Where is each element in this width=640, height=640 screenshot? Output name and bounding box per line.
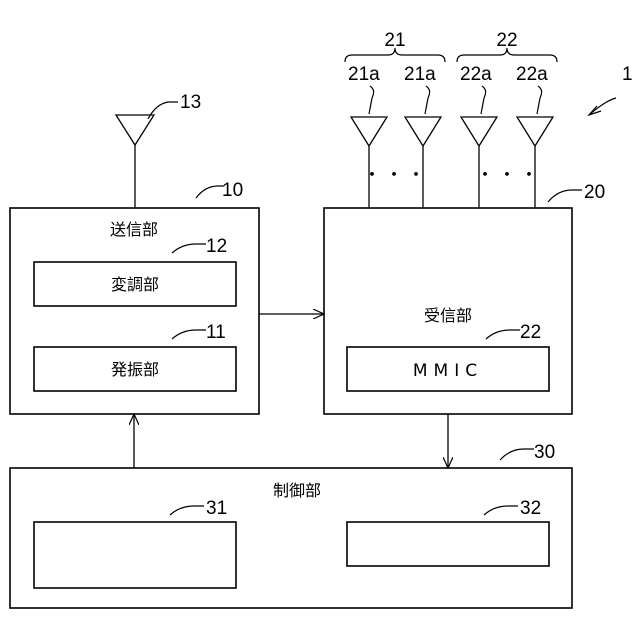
controller-leader — [500, 449, 534, 460]
transmit-antenna: 13 — [116, 92, 201, 208]
antenna-22a-1-ref: 22a — [460, 64, 492, 85]
antenna-22a-1-leader — [481, 86, 486, 114]
antenna-21a-1-ref: 21a — [348, 64, 380, 85]
antenna-group-22: 22 22a 22a ・・・ — [457, 30, 557, 208]
antenna-22a-1-icon — [461, 117, 497, 146]
antenna-group-22-ellipsis: ・・・ — [476, 165, 542, 186]
transmitter-ref: 10 — [222, 180, 243, 201]
receiver-ref: 20 — [584, 182, 605, 203]
antenna-22a-2-ref: 22a — [516, 64, 548, 85]
transmit-antenna-ref: 13 — [180, 92, 201, 113]
controller-sub-31-ref: 31 — [206, 498, 227, 519]
mmic-ref: 22 — [520, 322, 541, 343]
antenna-group-21-ellipsis: ・・・ — [363, 165, 429, 186]
antenna-21a-2-icon — [405, 117, 441, 146]
antenna-21a-2-ref: 21a — [404, 64, 436, 85]
receiver-label: 受信部 — [424, 306, 472, 325]
mmic-leader — [486, 330, 520, 339]
controller-sub-32-box — [347, 522, 549, 566]
controller-sub-32-ref: 32 — [520, 498, 541, 519]
antenna-group-21: 21 21a 21a ・・・ — [345, 30, 445, 208]
modulator-ref: 12 — [206, 236, 227, 257]
modulator-label: 変調部 — [111, 275, 159, 294]
oscillator-leader — [172, 330, 206, 339]
transmitter-label: 送信部 — [110, 220, 158, 239]
antenna-21a-2-leader — [425, 86, 430, 114]
oscillator-label: 発振部 — [111, 360, 159, 379]
antenna-21a-1-icon — [351, 117, 387, 146]
controller-sub-31-box — [34, 522, 236, 588]
controller-ref: 30 — [534, 442, 555, 463]
controller-sub-31-leader — [170, 506, 204, 515]
antenna-group-21-brace — [345, 48, 445, 62]
receiver-leader — [548, 190, 582, 202]
antenna-group-22-brace — [457, 48, 557, 62]
figure-ref: 1 — [622, 64, 633, 85]
modulator-leader — [172, 244, 206, 253]
mmic-label: MMIC — [413, 361, 483, 381]
controller-block: 制御部 30 31 32 — [10, 442, 572, 608]
antenna-group-22-ref: 22 — [496, 30, 517, 51]
antenna-22a-2-icon — [517, 117, 553, 146]
oscillator-ref: 11 — [206, 322, 226, 343]
controller-label: 制御部 — [273, 481, 321, 500]
antenna-21a-1-leader — [369, 86, 374, 114]
transmitter-block: 送信部 10 変調部 12 発振部 11 — [10, 180, 259, 414]
antenna-group-21-ref: 21 — [384, 30, 405, 51]
antenna-22a-2-leader — [537, 86, 542, 114]
transmit-antenna-icon — [116, 115, 154, 145]
controller-sub-32-leader — [484, 506, 518, 515]
transmitter-leader — [196, 186, 224, 198]
figure-ref-arrow — [589, 98, 616, 115]
receiver-block: 受信部 20 MMIC 22 — [324, 182, 605, 414]
